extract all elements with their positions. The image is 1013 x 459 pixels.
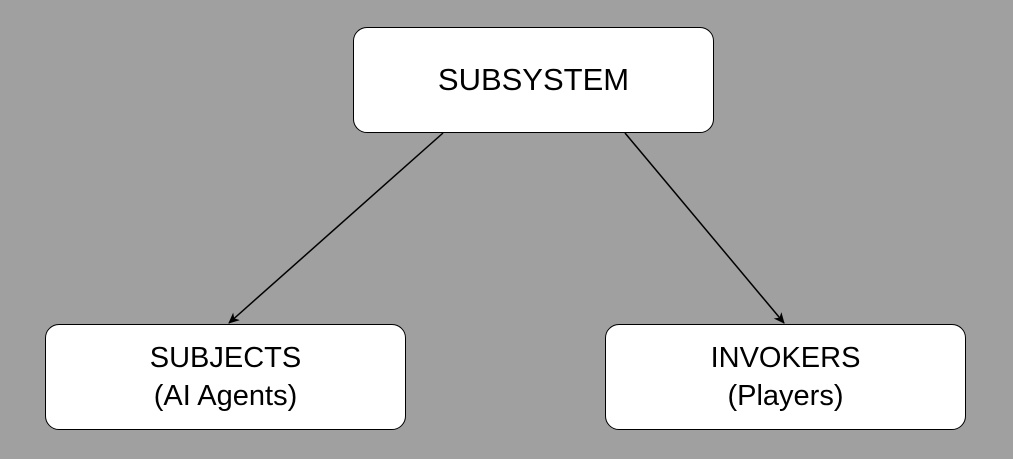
edge-subsystem-to-subjects bbox=[228, 132, 444, 324]
invokers-sublabel: (Players) bbox=[727, 380, 844, 412]
invokers-label: INVOKERS bbox=[710, 342, 861, 374]
invokers-node: INVOKERS (Players) bbox=[605, 324, 966, 430]
subsystem-label: SUBSYSTEM bbox=[437, 62, 630, 97]
subsystem-node: SUBSYSTEM bbox=[353, 27, 714, 133]
subjects-node: SUBJECTS (AI Agents) bbox=[45, 324, 406, 430]
edge-subsystem-to-invokers bbox=[624, 132, 785, 324]
subjects-sublabel: (AI Agents) bbox=[153, 380, 298, 412]
subjects-label: SUBJECTS bbox=[149, 342, 302, 374]
